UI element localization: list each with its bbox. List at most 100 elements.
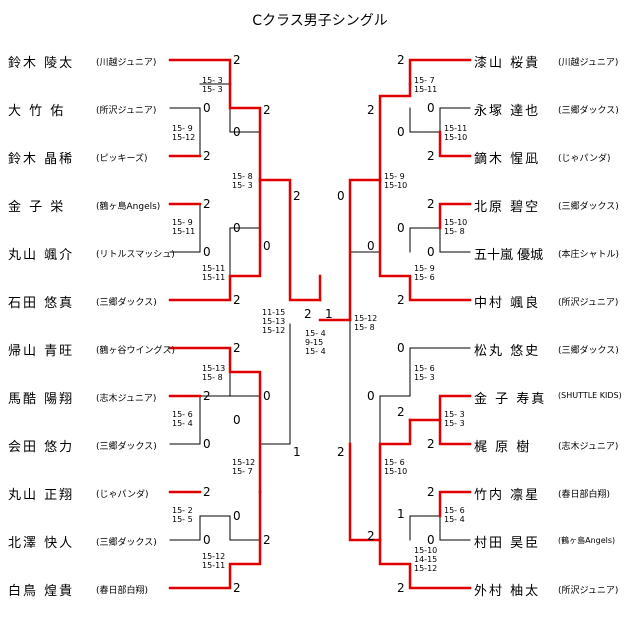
player-right-10-name: 竹内 凛星 — [474, 488, 541, 503]
player-left-8-club: (志木ジュニア) — [96, 394, 157, 404]
result-left: 2 — [263, 103, 271, 117]
result-right: 2 — [367, 103, 375, 117]
result-left: 0 — [203, 437, 211, 451]
result-left: 2 — [304, 307, 312, 321]
result-right: 1 — [397, 507, 405, 521]
player-left-3-name: 鈴木 晶稀 — [8, 152, 75, 167]
result-left: 2 — [233, 293, 241, 307]
result-right: 2 — [397, 405, 405, 419]
result-left: 2 — [233, 581, 241, 595]
score-left-r1-a: 15- 3 15- 3 — [202, 76, 223, 94]
score-right-r2-a: 15- 9 15-10 — [384, 172, 408, 190]
player-right-6-club: (所沢ジュニア) — [558, 298, 619, 308]
result-left: 2 — [233, 341, 241, 355]
result-right: 0 — [427, 245, 435, 259]
result-right: 2 — [397, 53, 405, 67]
player-left-1-club: (川越ジュニア) — [96, 58, 157, 68]
player-right-7-name: 松丸 悠史 — [474, 344, 541, 359]
player-left-8-name: 馬酷 陽翔 — [8, 392, 75, 407]
result-right: 2 — [427, 197, 435, 211]
player-right-10-club: (春日部白翔) — [558, 490, 611, 500]
result-left: 0 — [203, 101, 211, 115]
score-left-r1-f: 15- 6 15- 4 — [172, 410, 193, 428]
result-right: 1 — [325, 307, 333, 321]
score-left-semi: 11-15 15-13 15-12 — [262, 308, 286, 335]
player-right-2-name: 永塚 達也 — [474, 104, 541, 119]
player-right-1-name: 漆山 桜貴 — [474, 56, 541, 71]
player-right-11-name: 村田 昊臣 — [474, 536, 541, 551]
player-left-6-name: 石田 悠真 — [8, 296, 75, 311]
player-left-11-club: (三郷ダックス) — [96, 538, 157, 548]
player-left-10-name: 丸山 正翔 — [8, 488, 75, 503]
result-right: 2 — [367, 529, 375, 543]
result-left: 0 — [203, 245, 211, 259]
score-left-r1-h: 15-12 15-11 — [202, 552, 226, 570]
result-right: 2 — [427, 149, 435, 163]
score-right-r1-e: 15- 6 15- 3 — [414, 364, 435, 382]
result-left: 0 — [233, 125, 241, 139]
result-left: 0 — [203, 533, 211, 547]
player-right-4-name: 北原 碧空 — [474, 200, 541, 215]
player-left-10-club: (じゃパンダ) — [96, 490, 149, 500]
score-left-r1-c: 15- 9 15-11 — [172, 218, 196, 236]
player-left-7-club: (鶴ヶ谷ウイングス) — [96, 346, 176, 356]
result-left: 2 — [203, 389, 211, 403]
player-right-11-club: (鶴ヶ島Angels) — [558, 536, 616, 545]
score-left-r2-a: 15- 8 15- 3 — [232, 172, 253, 190]
result-left: 1 — [293, 445, 301, 459]
result-left: 0 — [233, 221, 241, 235]
player-left-12-club: (春日部白翔) — [96, 586, 149, 596]
result-right: 2 — [397, 293, 405, 307]
result-right: 0 — [337, 189, 345, 203]
player-right-5-club: (本庄シャトル) — [558, 250, 620, 260]
player-right-2-club: (三郷ダックス) — [558, 106, 619, 116]
result-left: 0 — [233, 413, 241, 427]
score-right-r1-c: 15-10 15- 8 — [444, 218, 468, 236]
result-right: 0 — [397, 341, 405, 355]
result-left: 2 — [293, 189, 301, 203]
player-right-7-club: (三郷ダックス) — [558, 346, 619, 356]
result-left: 0 — [233, 509, 241, 523]
player-left-5-club: (リトルスマッシュ) — [96, 250, 175, 260]
result-right: 0 — [367, 389, 375, 403]
result-right: 0 — [427, 101, 435, 115]
player-left-2-club: (所沢ジュニア) — [96, 106, 157, 116]
result-left: 2 — [203, 485, 211, 499]
score-right-semi: 15-12 15- 8 — [354, 314, 378, 332]
result-right: 2 — [427, 485, 435, 499]
player-left-4-name: 金 子 栄 — [8, 200, 66, 215]
score-left-r1-g: 15- 2 15- 5 — [172, 506, 193, 524]
player-left-4-club: (鶴ヶ島Angels) — [96, 202, 161, 212]
player-left-11-name: 北澤 快人 — [8, 536, 75, 551]
result-left: 2 — [233, 53, 241, 67]
player-right-8-name: 金 子 寿真 — [474, 392, 547, 407]
score-left-r2-b: 15-12 15- 7 — [232, 458, 256, 476]
score-final: 15- 4 9-15 15- 4 — [305, 329, 326, 356]
score-right-r1-b: 15-11 15-10 — [444, 124, 468, 142]
player-left-7-name: 帰山 青旺 — [8, 344, 75, 359]
score-right-r1-a: 15- 7 15-11 — [414, 76, 438, 94]
player-left-3-club: (ピッキーズ) — [96, 154, 148, 164]
result-right: 2 — [337, 445, 345, 459]
player-right-6-name: 中村 颯良 — [474, 296, 541, 311]
score-right-r1-f: 15- 3 15- 3 — [444, 410, 465, 428]
player-right-5-name: 五十嵐 優城 — [474, 248, 544, 263]
result-right: 2 — [397, 581, 405, 595]
score-right-r1-g: 15- 6 15- 4 — [444, 506, 465, 524]
player-right-9-name: 梶 原 樹 — [474, 440, 532, 455]
player-right-3-name: 鏑木 惺凪 — [474, 152, 541, 167]
player-right-3-club: (じゃパンダ) — [558, 154, 611, 164]
result-left: 2 — [203, 149, 211, 163]
player-left-9-name: 会田 悠力 — [8, 440, 75, 455]
result-left: 0 — [263, 239, 271, 253]
player-left-6-club: (三郷ダックス) — [96, 298, 157, 308]
result-right: 0 — [427, 533, 435, 547]
score-left-r1-b: 15- 9 15-12 — [172, 124, 196, 142]
player-right-8-club: (SHUTTLE KIDS) — [558, 391, 622, 400]
score-left-r1-d: 15-11 15-11 — [202, 264, 226, 282]
page-title: Cクラス男子シングル — [252, 13, 388, 29]
player-left-12-name: 白鳥 煌貴 — [8, 584, 75, 599]
player-right-9-club: (志木ジュニア) — [558, 442, 619, 452]
